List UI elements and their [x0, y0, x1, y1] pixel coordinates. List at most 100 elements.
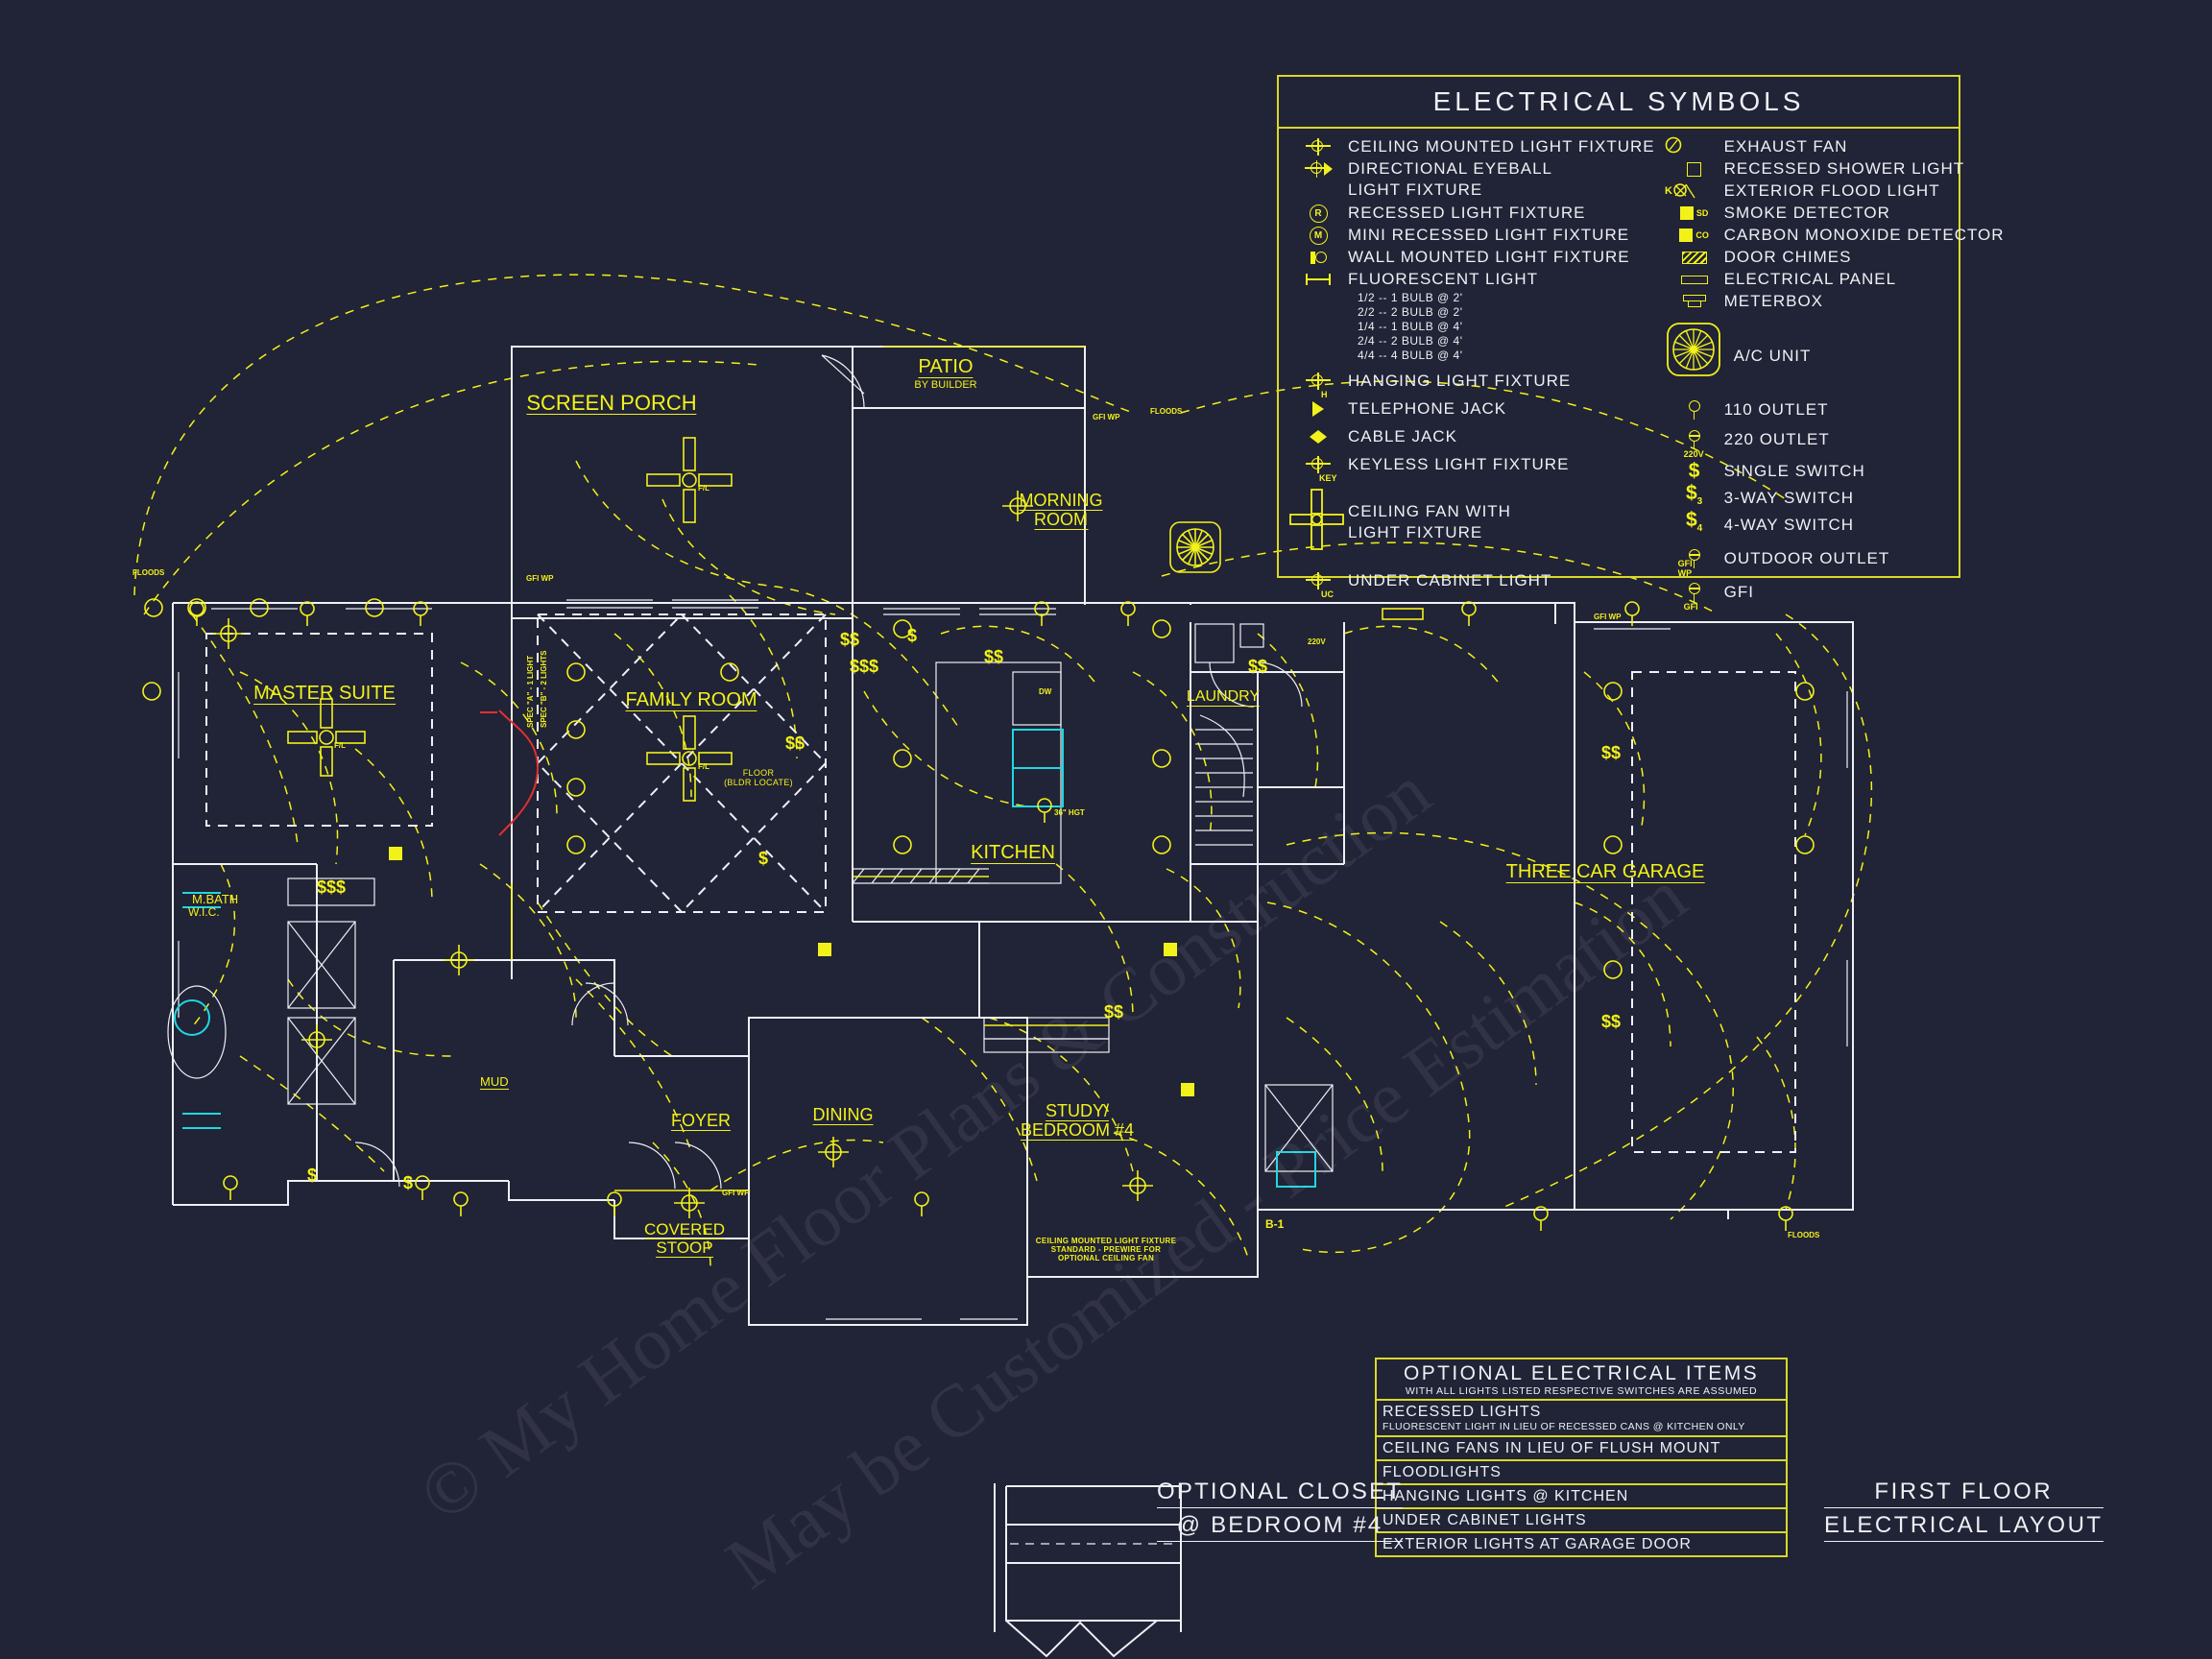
legend-item-ceiling-light: CEILING MOUNTED LIGHT FIXTURE: [1288, 136, 1655, 158]
svg-text:$$: $$: [1104, 1002, 1123, 1022]
legend-item-single-switch: $ SINGLE SWITCH: [1665, 461, 2005, 483]
plan-note-fl-master: F/L: [334, 741, 346, 750]
sheet-title-block: FIRST FLOOR ELECTRICAL LAYOUT: [1824, 1479, 2104, 1542]
recessed-light-icon: R: [1288, 203, 1348, 224]
legend-item-recessed-shower-light: RECESSED SHOWER LIGHT: [1665, 158, 2005, 180]
single-switch-icon: $: [1688, 460, 1700, 482]
plan-note-dishwasher: DW: [1039, 687, 1052, 696]
carbon-monoxide-detector-icon: CO: [1665, 225, 1724, 246]
legend-item-four-way-switch: $4 4-WAY SWITCH: [1665, 509, 2005, 537]
optional-item-row: UNDER CABINET LIGHTS: [1377, 1509, 1786, 1533]
room-label-screen-porch: SCREEN PORCH: [526, 391, 697, 416]
room-label-mud: MUD: [480, 1074, 509, 1090]
legend-item-outdoor-outlet: GFI WP OUTDOOR OUTLET: [1665, 548, 2005, 578]
room-label-master-bath: M.BATH: [192, 892, 239, 906]
svg-text:K: K: [1665, 185, 1672, 197]
electrical-symbols-legend: ELECTRICAL SYMBOLS CEILING MOUNTED LIGHT…: [1277, 75, 2004, 612]
legend-item-gfi: GFI GFI: [1665, 582, 2005, 612]
svg-text:$$: $$: [785, 733, 805, 753]
legend-item-recessed-light: R RECESSED LIGHT FIXTURE: [1288, 203, 1655, 225]
legend-item-smoke-detector: SD SMOKE DETECTOR: [1665, 203, 2005, 225]
plan-note-gfiwp-garage: GFI WP: [1594, 613, 1622, 621]
room-label-laundry: LAUNDRY: [1186, 688, 1261, 707]
recessed-shower-light-icon: [1665, 158, 1724, 180]
optional-item-row: HANGING LIGHTS @ KITCHEN: [1377, 1485, 1786, 1509]
plan-note-floods-right: FLOODS: [1788, 1231, 1820, 1239]
legend-item-cable-jack: CABLE JACK: [1288, 426, 1655, 448]
legend-item-fluorescent-light: FLUORESCENT LIGHT: [1288, 269, 1655, 291]
wiring-accent-group: [511, 346, 1109, 1191]
gfi-icon: GFI: [1665, 582, 1724, 612]
svg-text:$: $: [907, 626, 917, 645]
outlet-220-icon: 220V: [1665, 429, 1724, 459]
ceiling-light-symbols: [213, 491, 1153, 1218]
ac-unit-icon: [1665, 321, 1724, 388]
optional-items-header: OPTIONAL ELECTRICAL ITEMS WITH ALL LIGHT…: [1377, 1359, 1786, 1401]
fluorescent-sub-5: 4/4 -- 4 BULB @ 4': [1358, 349, 1463, 362]
plan-note-gfiwp-patio: GFI WP: [1093, 413, 1120, 421]
plan-note-fl-porch: F/L: [698, 484, 709, 493]
legend-item-220-outlet: 220V 220 OUTLET: [1665, 429, 2005, 459]
optional-item-row: EXTERIOR LIGHTS AT GARAGE DOOR: [1382, 1536, 1692, 1552]
room-label-patio: PATIO BY BUILDER: [914, 356, 977, 391]
optional-closet-title: OPTIONAL CLOSET @ BEDROOM #4: [1157, 1479, 1404, 1546]
three-way-switch-icon: $3: [1685, 482, 1703, 508]
exhaust-fan-icon: [1665, 136, 1724, 157]
svg-text:$$: $$: [1601, 743, 1621, 762]
room-label-wic: W.I.C.: [188, 905, 220, 919]
legend-item-ac-unit: A/C UNIT: [1665, 321, 2005, 392]
room-label-covered-stoop: COVERED STOOP: [643, 1220, 726, 1258]
legend-item-hanging-light: H HANGING LIGHT FIXTURE: [1288, 371, 1655, 399]
plan-note-ceiling-fixture: CEILING MOUNTED LIGHT FIXTURE STANDARD -…: [1035, 1237, 1177, 1263]
legend-item-keyless-light: KEY KEYLESS LIGHT FIXTURE: [1288, 454, 1655, 483]
legend-item-door-chimes: DOOR CHIMES: [1665, 247, 2005, 269]
outlet-110-icon: [1665, 399, 1724, 421]
hanging-light-icon: H: [1288, 371, 1348, 399]
smoke-detector-symbols: [389, 847, 1194, 1096]
ac-unit-symbol: [1169, 521, 1221, 573]
mini-recessed-light-icon: M: [1288, 225, 1348, 246]
plan-note-gfiwp-porch: GFI WP: [526, 574, 554, 583]
legend-title: ELECTRICAL SYMBOLS: [1279, 77, 1959, 129]
closet-title-line2: @ BEDROOM #4: [1157, 1512, 1404, 1542]
legend-item-directional-eyeball: DIRECTIONAL EYEBALL LIGHT FIXTURE: [1288, 158, 1655, 203]
plan-note-b1: B-1: [1265, 1217, 1285, 1231]
plan-note-220v: 220V: [1308, 637, 1326, 646]
keyless-light-icon: KEY: [1288, 454, 1348, 483]
legend-item-110-outlet: 110 OUTLET: [1665, 399, 2005, 421]
cyan-fixture-highlight: [174, 729, 1316, 1188]
legend-item-electrical-panel: ELECTRICAL PANEL: [1665, 269, 2005, 291]
plan-note-floor-outlet: FLOOR (BLDR LOCATE): [724, 768, 793, 788]
smoke-detector-icon: SD: [1665, 203, 1724, 224]
room-label-foyer: FOYER: [670, 1111, 732, 1131]
legend-item-mini-recessed-light: M MINI RECESSED LIGHT FIXTURE: [1288, 225, 1655, 247]
optional-items-title: OPTIONAL ELECTRICAL ITEMS: [1403, 1362, 1759, 1384]
red-circuit-highlight: [480, 709, 540, 836]
legend-item-under-cabinet-light: UC UNDER CABINET LIGHT: [1288, 570, 1655, 599]
room-label-morning-room: MORNING ROOM: [1019, 491, 1103, 530]
ceiling-light-icon: [1288, 136, 1348, 157]
plan-note-fl-family: F/L: [698, 762, 709, 771]
plan-note-36-hgt: 36" HGT: [1054, 808, 1085, 817]
directional-eyeball-icon: [1288, 158, 1348, 180]
svg-text:$$$: $$$: [850, 657, 878, 676]
fluorescent-sub-3: 1/4 -- 1 BULB @ 4': [1358, 320, 1463, 333]
wall-mounted-light-icon: [1288, 247, 1348, 268]
optional-items-subtitle: WITH ALL LIGHTS LISTED RESPECTIVE SWITCH…: [1405, 1385, 1758, 1397]
optional-item-row: CEILING FANS IN LIEU OF FLUSH MOUNT: [1377, 1437, 1786, 1461]
legend-left-column: CEILING MOUNTED LIGHT FIXTURE DIRECTIONA…: [1279, 136, 1655, 599]
room-label-three-car-garage: THREE CAR GARAGE: [1505, 861, 1705, 883]
plan-note-spec-a: SPEC "A" - 1 LIGHT: [526, 655, 535, 728]
plan-note-floods-left: FLOODS: [132, 568, 165, 577]
plan-note-gfiwp-stoop: GFI WP: [722, 1189, 750, 1197]
optional-item-row: FLOODLIGHTS: [1377, 1461, 1786, 1485]
legend-item-meterbox: METERBOX: [1665, 291, 2005, 313]
telephone-jack-icon: [1288, 398, 1348, 420]
four-way-switch-icon: $4: [1685, 509, 1703, 535]
fluorescent-sub-1: 1/2 -- 1 BULB @ 2': [1358, 291, 1463, 304]
outdoor-outlet-icon: GFI WP: [1665, 548, 1724, 578]
exterior-flood-light-icon: K: [1665, 180, 1724, 202]
legend-item-carbon-monoxide-detector: CO CARBON MONOXIDE DETECTOR: [1665, 225, 2005, 247]
optional-item-row: RECESSED LIGHTS FLUORESCENT LIGHT IN LIE…: [1377, 1401, 1786, 1437]
legend-right-column: EXHAUST FAN RECESSED SHOWER LIGHT K EXTE…: [1655, 136, 2005, 612]
